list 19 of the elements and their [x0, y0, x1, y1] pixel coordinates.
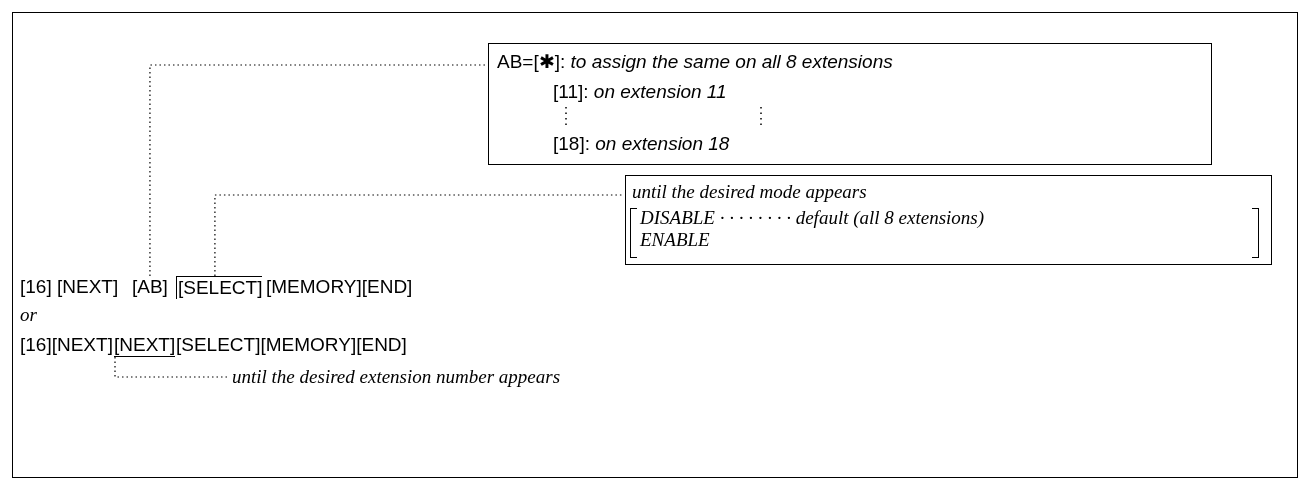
key-label: [SELECT] [176, 276, 263, 299]
key-sequence: [16][NEXT] [20, 334, 113, 356]
key-sequence: [16] [NEXT] [20, 276, 119, 298]
note-text: until the desired extension number appears [232, 366, 561, 388]
option-text: ENABLE [640, 228, 710, 252]
note-text: [11]: on extension 11 [553, 80, 727, 104]
conjunction-text: or [20, 304, 37, 326]
note-box [488, 43, 1212, 165]
key-sequence: [SELECT][MEMORY][END] [176, 334, 407, 356]
key-label: [AB] [132, 276, 168, 298]
note-text: AB=[✱]: to assign the same on all 8 extensions [497, 50, 893, 74]
key-sequence: [MEMORY][END] [266, 276, 413, 298]
key-label: [NEXT] [114, 334, 176, 357]
option-text: DISABLE · · · · · · · · default (all 8 extensions) [640, 206, 985, 230]
leader-line [149, 64, 487, 277]
leader-line [214, 194, 624, 277]
note-text: until the desired mode appears [632, 180, 867, 204]
note-text: [18]: on extension 18 [553, 132, 730, 156]
note-box [625, 175, 1272, 265]
